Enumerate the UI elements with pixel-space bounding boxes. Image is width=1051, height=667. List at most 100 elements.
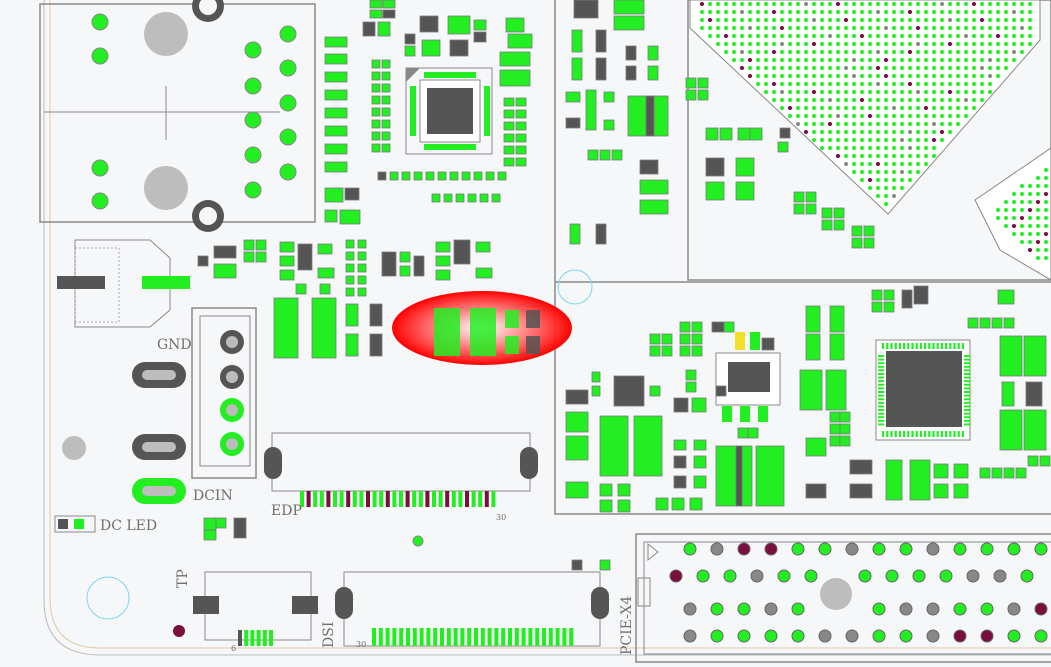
qfp-pin (964, 355, 970, 357)
smd-pad (324, 209, 338, 223)
bga-ball (756, 10, 760, 14)
bga-ball (1028, 184, 1032, 188)
bga-ball (980, 98, 984, 102)
bga-ball (748, 10, 752, 14)
bga-ball (860, 122, 864, 126)
smd-pad (357, 239, 367, 249)
bga-ball (876, 194, 880, 198)
bga-ball (764, 90, 768, 94)
bga-ball (812, 90, 816, 94)
pcie-pin (723, 569, 737, 583)
bga-ball (868, 98, 872, 102)
smd-pad (1023, 335, 1047, 377)
tp-pin (269, 630, 273, 646)
bga-ball (876, 34, 880, 38)
bga-ball (1012, 34, 1016, 38)
pcie-pin (885, 569, 899, 583)
smd-pad (324, 71, 348, 83)
bga-ball (852, 114, 856, 118)
bga-ball (876, 146, 880, 150)
bga-ball (860, 130, 864, 134)
smd-pad (805, 305, 821, 333)
bga-ball (892, 138, 896, 142)
bga-ball (820, 2, 824, 6)
pcie-pin (939, 569, 953, 583)
bga-ball (740, 26, 744, 30)
bga-ball (956, 90, 960, 94)
bga-ball (812, 114, 816, 118)
qfp-pin (915, 431, 918, 437)
bga-ball (900, 138, 904, 142)
edp-pin (405, 491, 410, 507)
bga-ball (780, 90, 784, 94)
bga-ball (836, 122, 840, 126)
bga-ball (804, 114, 808, 118)
qfp-pin (949, 343, 952, 349)
smd-pad (755, 445, 785, 507)
pcie-pin (872, 602, 886, 616)
bga-ball (1028, 2, 1032, 6)
bga-ball (772, 90, 776, 94)
bga-ball (940, 2, 944, 6)
bga-ball (828, 58, 832, 62)
bga-ball (732, 42, 736, 46)
bga-ball (1020, 42, 1024, 46)
bga-ball (948, 74, 952, 78)
smd-pad (345, 333, 359, 357)
bga-ball (876, 66, 880, 70)
bga-ball (884, 202, 888, 206)
pcie-pin (1034, 542, 1048, 556)
bga-ball (724, 18, 728, 22)
bga-ball (916, 162, 920, 166)
smd-pad (805, 437, 827, 457)
smd-pad (569, 223, 581, 245)
bga-ball (860, 98, 864, 102)
smd-pad (399, 251, 411, 263)
bga-ball (948, 34, 952, 38)
bga-ball (900, 130, 904, 134)
smd-pad (719, 127, 733, 141)
bga-ball (1044, 216, 1048, 220)
bga-ball (1044, 256, 1048, 260)
bga-ball (1028, 232, 1032, 236)
bga-ball (828, 42, 832, 46)
qfp-pin (953, 343, 956, 349)
pcie-pin (1007, 602, 1021, 616)
bga-ball (892, 186, 896, 190)
bga-ball (700, 10, 704, 14)
bga-ball (740, 66, 744, 70)
smd-pad (671, 497, 685, 511)
bga-ball (820, 130, 824, 134)
smd-pad (1003, 467, 1015, 479)
bga-ball (996, 216, 1000, 220)
bga-ball (828, 106, 832, 110)
bga-ball (844, 98, 848, 102)
edp-pin (359, 491, 364, 507)
bga-ball (748, 66, 752, 70)
smd-pad (839, 423, 851, 435)
mounting-circles (86, 269, 593, 620)
smd-pad (503, 97, 515, 107)
smd-pad (673, 397, 689, 413)
qfp-pin (878, 355, 884, 357)
bga-ball (1036, 184, 1040, 188)
bga-ball (788, 74, 792, 78)
bga-ball (1004, 200, 1008, 204)
bga-ball (892, 178, 896, 182)
bga-ball (812, 130, 816, 134)
smd-pad (883, 289, 895, 301)
bga-ball (924, 10, 928, 14)
bga-ball (868, 50, 872, 54)
bga-ball (732, 18, 736, 22)
smd-pad (381, 83, 391, 93)
qfp-pin (957, 343, 960, 349)
smd-pad (715, 385, 727, 397)
bga-ball (820, 50, 824, 54)
dsi-pin (542, 628, 546, 646)
dsi-pin (399, 628, 404, 646)
bga-ball (876, 122, 880, 126)
bga-ball (908, 82, 912, 86)
bga-ball (1044, 232, 1048, 236)
tp-connector (173, 571, 318, 646)
edp-pin (300, 491, 304, 507)
